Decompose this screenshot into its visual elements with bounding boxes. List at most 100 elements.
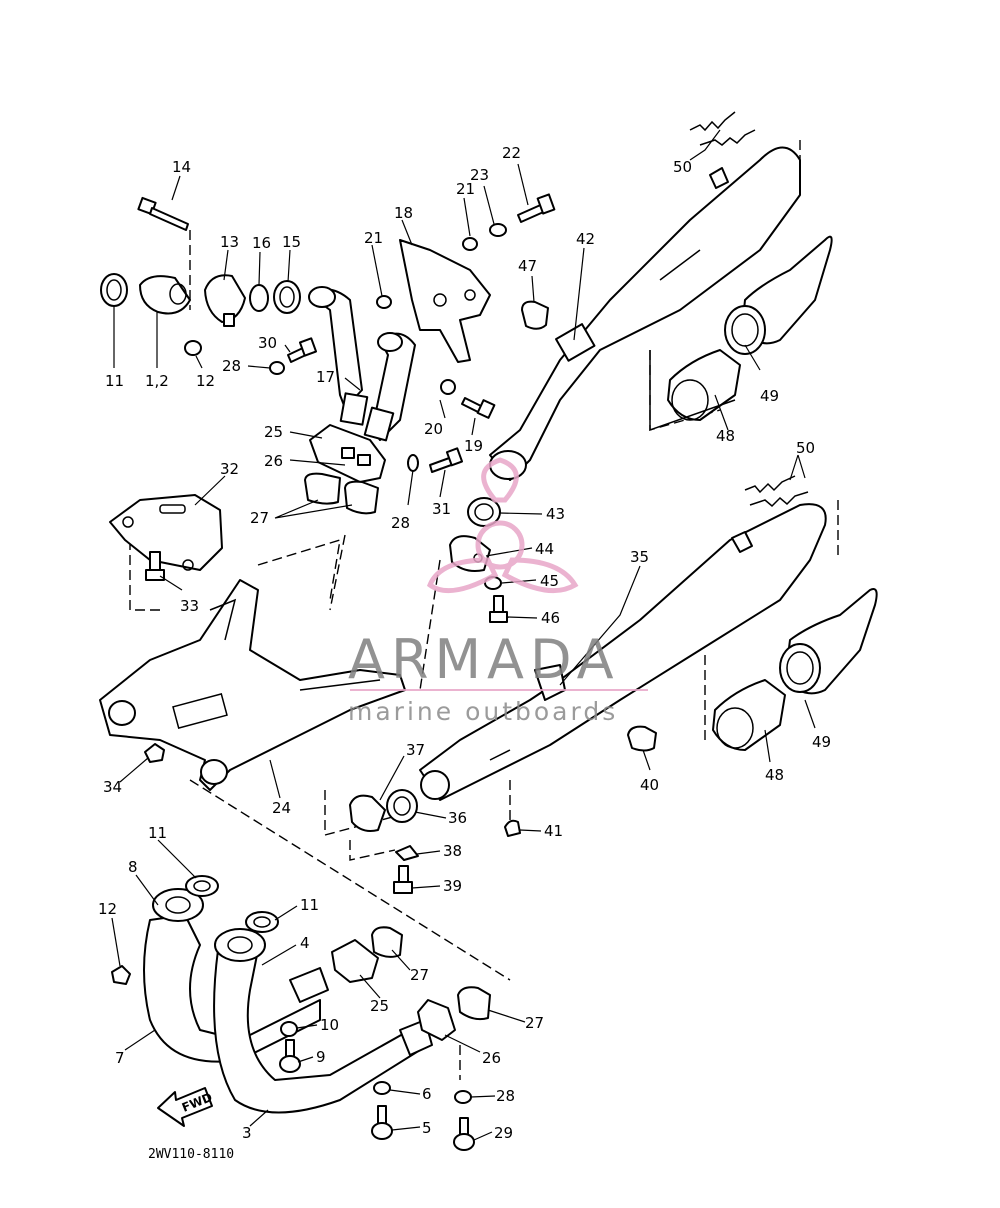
part-washer-28-c [454,1090,472,1104]
callout-21-b: 21 [364,229,383,247]
callout-15: 15 [282,233,301,251]
callout-11-c: 11 [300,896,319,914]
part-damper-47 [521,300,549,330]
callout-49-a: 49 [760,387,779,405]
callout-labels: 14 13 16 15 11 1,2 12 18 21 21 23 22 30 … [98,144,831,1142]
callout-50-a: 50 [673,158,692,176]
callout-28-c: 28 [496,1087,515,1105]
callout-46: 46 [541,609,560,627]
callout-11-a: 11 [105,372,124,390]
part-bolt-29 [453,1117,475,1151]
callout-26-a: 26 [264,452,283,470]
part-nut-12 [184,340,202,356]
part-muffler-35 [419,503,827,801]
part-clamp-27 [304,472,379,515]
callout-48-a: 48 [716,427,735,445]
callout-28-a: 28 [222,357,241,375]
part-bolt-9 [279,1039,301,1073]
callout-20: 20 [424,420,443,438]
part-washer-38 [395,845,419,861]
part-clamp-27-b [371,926,403,958]
callout-33: 33 [180,597,199,615]
part-washer-21-b [376,295,392,309]
part-clamp-13 [204,274,246,327]
part-tailpipe-49-a [724,235,833,355]
callout-50-b: 50 [796,439,815,457]
part-washer-28-b [407,454,419,472]
callout-40: 40 [640,776,659,794]
callout-5: 5 [422,1119,432,1137]
callout-36: 36 [448,809,467,827]
callout-45: 45 [540,572,559,590]
part-gasket-16 [249,284,269,312]
guide-49-48-a [649,350,736,432]
part-header-pipe-17 [308,286,416,442]
part-damper-40 [627,725,657,752]
callout-21-a: 21 [456,180,475,198]
callout-37: 37 [406,741,425,759]
part-washer-23 [489,223,507,237]
part-bracket-18 [399,239,491,363]
part-bolt-22 [517,193,556,223]
part-bolt-31 [429,447,464,473]
part-bolt-14 [137,196,189,231]
callout-10: 10 [320,1016,339,1034]
part-bracket-32 [109,494,223,571]
part-nut-41 [504,819,521,837]
watermark-logo-icon [426,457,579,594]
callout-41: 41 [544,822,563,840]
part-collector-24 [99,579,406,791]
part-clamp-25-b [331,939,379,983]
part-heat-shield-48-b [712,679,786,751]
callout-14: 14 [172,158,191,176]
callout-39: 39 [443,877,462,895]
part-washer-6 [373,1081,391,1095]
callout-42: 42 [576,230,595,248]
callout-38: 38 [443,842,462,860]
callout-18: 18 [394,204,413,222]
callout-17: 17 [316,368,335,386]
part-nut-12-b [111,965,131,985]
callout-8: 8 [128,858,138,876]
callout-31: 31 [432,500,451,518]
part-clamp-25-26 [309,424,386,483]
part-clamp-37 [349,794,386,832]
part-washer-21-a [462,237,478,251]
part-clamp-27-c [457,986,491,1021]
part-gasket-15 [273,280,301,314]
part-tailpipe-49-b [779,588,878,695]
callout-25-a: 25 [264,423,283,441]
callout-25-b: 25 [370,997,389,1015]
part-joint-1-2 [139,275,191,315]
part-washer-28-a [269,361,285,375]
callout-44: 44 [535,540,554,558]
callout-27-c: 27 [525,1014,544,1032]
part-bolt-19 [461,397,496,419]
callout-19: 19 [464,437,483,455]
watermark-brand: ARMADA [348,628,620,691]
part-header-pipe-7 [143,888,329,1063]
part-gasket-36 [386,789,418,823]
part-header-pipe-3 [213,928,433,1114]
callout-4: 4 [300,934,310,952]
callout-27-b: 27 [410,966,429,984]
part-bolt-5 [371,1105,393,1140]
callout-1-2: 1,2 [145,372,169,390]
callout-30: 30 [258,334,277,352]
callout-leader-lines [111,129,816,1141]
callout-43: 43 [546,505,565,523]
part-bolt-39 [393,865,413,894]
part-bolt-33 [145,551,165,581]
callout-24: 24 [272,799,291,817]
fwd-arrow-icon: FWD [157,1087,214,1127]
callout-13: 13 [220,233,239,251]
watermark: ARMADA marine outboards [348,457,648,726]
callout-6: 6 [422,1085,432,1103]
callout-12-b: 12 [98,900,117,918]
watermark-tagline: marine outboards [348,697,618,726]
callout-35: 35 [630,548,649,566]
callout-49-b: 49 [812,733,831,751]
part-washer-10 [280,1021,298,1037]
callout-26-b: 26 [482,1049,501,1067]
